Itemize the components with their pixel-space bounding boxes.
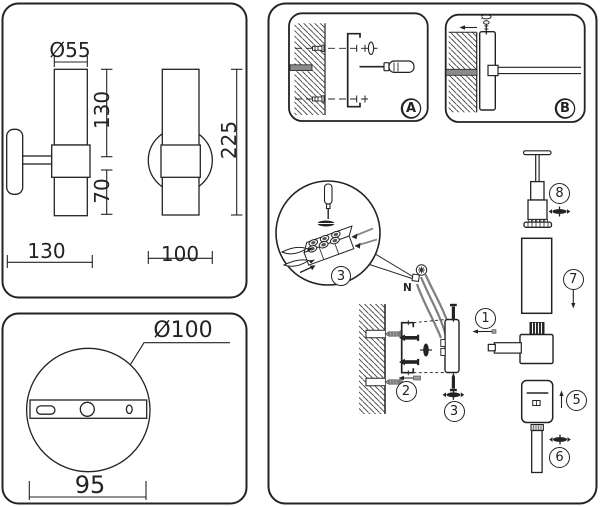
step-2-badge: 2: [395, 380, 417, 402]
dimension-lines: [6, 56, 243, 268]
screwdriver-icon: [359, 60, 415, 73]
rotate-arrow-icon: [480, 14, 492, 20]
center-hole: [79, 401, 95, 417]
arm-tip: [487, 343, 496, 352]
wiring-detail-bubble: [275, 180, 414, 286]
drill-hole: [365, 329, 385, 339]
mounting-bracket: [346, 32, 361, 108]
dim-total-height: 225: [217, 120, 241, 160]
small-hole: [125, 404, 133, 415]
earth-icon: [415, 264, 428, 276]
wing-screw-icon: [549, 434, 571, 445]
callout-line: [367, 263, 414, 280]
step-5-badge: 5: [566, 390, 588, 412]
mounting-plate-drawing: [25, 347, 151, 473]
lamp-side-view: [6, 68, 91, 217]
step-7-badge: 7: [562, 268, 584, 290]
lower-tube: [530, 424, 544, 474]
glass-shade: [520, 237, 553, 315]
insert-arrow-icon: [571, 287, 576, 309]
step-3-detail-badge: 3: [331, 266, 351, 286]
dowel-screw-icon: [384, 330, 403, 386]
step-3-badge: 3: [443, 400, 465, 422]
dim-side-width: 130: [27, 239, 66, 263]
wall-ledge: [289, 64, 313, 72]
mounting-bracket: [400, 321, 415, 374]
step-b-badge: B: [555, 99, 575, 118]
wire: [419, 276, 448, 337]
panel-installation: [267, 2, 598, 505]
bracket-screw-icon: [399, 334, 420, 366]
bubble-wires: [280, 227, 378, 274]
terminal-on-plate: [440, 339, 446, 347]
lamp-arm: [493, 342, 522, 354]
wire-node: [411, 273, 420, 282]
wall-hatch: [359, 304, 385, 414]
attach-arrow-icon: [472, 329, 497, 334]
callout-line: [371, 251, 414, 278]
push-arrow-icon: [459, 25, 477, 30]
wing-screw-icon: [442, 389, 465, 400]
socket-assembly: [522, 150, 553, 228]
exploded-parts: [472, 150, 576, 474]
neutral-wire-label: N: [403, 282, 412, 294]
dim-hole-spacing: 95: [74, 471, 106, 499]
screw-arrow-icon: [398, 375, 421, 381]
terminal-on-plate: [440, 348, 446, 356]
wall-ledge: [445, 68, 478, 76]
wire: [415, 283, 443, 339]
insert-arrow-icon: [559, 390, 564, 408]
plate-dimension-lines: [28, 342, 230, 500]
screw-icon: [483, 20, 490, 35]
socket-threads: [529, 322, 545, 335]
lamp-front-view: [147, 68, 213, 216]
dim-plate-diameter: Ø100: [153, 318, 213, 343]
panel-mounting-plate: [1, 312, 248, 505]
arm-joint: [487, 64, 499, 77]
dim-lower-height: 70: [89, 178, 114, 204]
lamp-arm: [495, 66, 581, 75]
step-1-badge: 1: [475, 308, 496, 329]
supply-wires: [411, 264, 453, 356]
rotate-screw-icon: [317, 220, 335, 227]
dim-shade-diameter: Ø55: [49, 38, 91, 62]
panel-dimensions: [1, 2, 248, 299]
wing-screw-icon: [548, 206, 571, 217]
drill-hole: [365, 377, 385, 387]
dim-front-width: 100: [160, 242, 200, 266]
backplate: [444, 318, 460, 374]
screw-icon: [312, 44, 325, 103]
screw-head-icon: [367, 41, 378, 56]
dim-upper-height: 130: [89, 90, 114, 130]
lamp-body: [487, 322, 554, 365]
tube-threads: [530, 424, 544, 431]
diffuser-block: [520, 379, 554, 424]
diameter-leader-line: [129, 342, 230, 366]
slot-hole: [35, 405, 56, 415]
step-6-badge: 6: [549, 446, 570, 468]
step-a-badge: A: [401, 99, 421, 118]
screwdriver-icon: [323, 183, 333, 219]
turn-screw-icon: [420, 343, 432, 357]
cross-mark: [405, 320, 411, 376]
step-8-badge: 8: [549, 182, 570, 204]
wall-assembly: [359, 303, 465, 414]
